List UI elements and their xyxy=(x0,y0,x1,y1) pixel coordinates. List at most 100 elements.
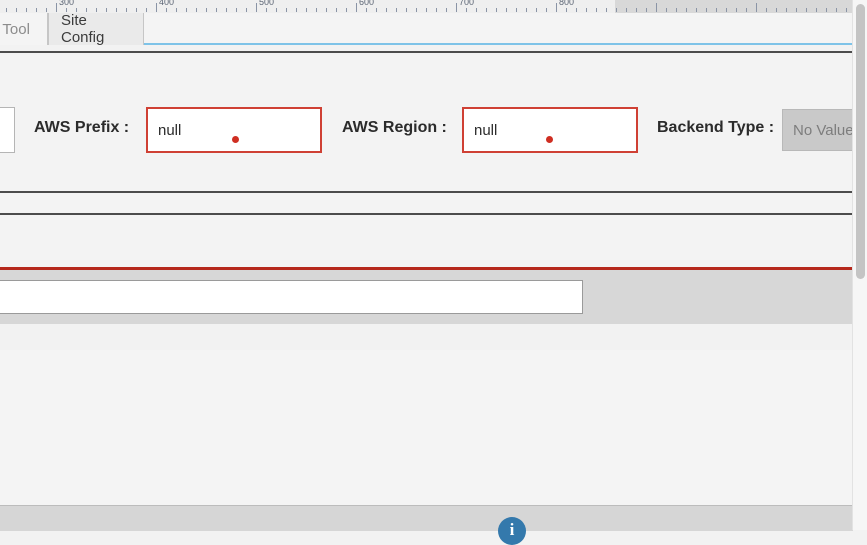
info-icon[interactable]: i xyxy=(498,517,526,545)
ruler-minor-tick xyxy=(46,8,47,12)
backend-type-label: Backend Type : xyxy=(657,119,775,136)
ruler-minor-tick xyxy=(146,8,147,12)
ruler-major-tick xyxy=(556,3,557,12)
vertical-scrollbar[interactable] xyxy=(852,0,867,530)
ruler-tick-label: 300 xyxy=(59,0,75,7)
ruler-minor-tick xyxy=(726,8,727,12)
aws-region-input[interactable]: null xyxy=(462,107,638,153)
ruler-minor-tick xyxy=(576,8,577,12)
ruler-major-tick xyxy=(256,3,257,12)
ruler-minor-tick xyxy=(586,8,587,12)
ruler-minor-tick xyxy=(806,8,807,12)
partial-text-input[interactable] xyxy=(0,107,15,153)
ruler-minor-tick xyxy=(766,8,767,12)
vertical-scrollbar-thumb[interactable] xyxy=(856,4,865,279)
search-panel xyxy=(0,270,853,324)
ruler-minor-tick xyxy=(746,8,747,12)
ruler-minor-tick xyxy=(226,8,227,12)
panel-footer-strip xyxy=(0,324,853,351)
ruler-minor-tick xyxy=(366,8,367,12)
ruler-minor-tick xyxy=(16,8,17,12)
ruler-minor-tick xyxy=(86,8,87,12)
ruler-minor-tick xyxy=(276,8,277,12)
ruler-minor-tick xyxy=(106,8,107,12)
config-field-row: AWS Prefix : null AWS Region : null Back… xyxy=(0,107,867,153)
ruler-minor-tick xyxy=(736,8,737,12)
ruler-minor-tick xyxy=(206,8,207,12)
ruler-minor-tick xyxy=(546,8,547,12)
ruler-minor-tick xyxy=(246,8,247,12)
ruler-minor-tick xyxy=(626,8,627,12)
tab-query-tool[interactable]: y Tool xyxy=(0,13,48,45)
ruler-minor-tick xyxy=(616,8,617,12)
ruler-minor-tick xyxy=(826,8,827,12)
ruler-minor-tick xyxy=(136,8,137,12)
ruler-minor-tick xyxy=(286,8,287,12)
ruler-minor-tick xyxy=(526,8,527,12)
ruler-minor-tick xyxy=(706,8,707,12)
ruler-minor-tick xyxy=(506,8,507,12)
ruler-minor-tick xyxy=(786,8,787,12)
ruler-minor-tick xyxy=(646,8,647,12)
divider-upper xyxy=(0,191,853,193)
ruler-minor-tick xyxy=(26,8,27,12)
divider-red xyxy=(0,267,853,270)
aws-prefix-label: AWS Prefix : xyxy=(34,119,130,136)
ruler-minor-tick xyxy=(676,8,677,12)
ruler-minor-tick xyxy=(326,8,327,12)
ruler-minor-tick xyxy=(686,8,687,12)
ruler-minor-tick xyxy=(306,8,307,12)
ruler-minor-tick xyxy=(486,8,487,12)
ruler-minor-tick xyxy=(96,8,97,12)
ruler-minor-tick xyxy=(636,8,637,12)
site-config-form: AWS Prefix : null AWS Region : null Back… xyxy=(0,55,867,193)
divider-below-tabs xyxy=(0,51,853,53)
aws-prefix-input[interactable]: null xyxy=(146,107,322,153)
ruler-tick-label: 800 xyxy=(559,0,575,7)
tab-site-config[interactable]: Site Config xyxy=(48,12,144,46)
ruler-minor-tick xyxy=(116,8,117,12)
tab-bar: y Tool Site Config xyxy=(0,12,867,46)
ruler-minor-tick xyxy=(776,8,777,12)
ruler-tick-label: 400 xyxy=(159,0,175,7)
ruler-minor-tick xyxy=(126,8,127,12)
ruler-major-tick xyxy=(456,3,457,12)
ruler-minor-tick xyxy=(416,8,417,12)
ruler-minor-tick xyxy=(216,8,217,12)
tab-site-config-label: Site Config xyxy=(61,12,105,46)
ruler-minor-tick xyxy=(796,8,797,12)
aws-region-value: null xyxy=(474,121,498,139)
separator-band-lower xyxy=(0,215,853,267)
aws-prefix-value: null xyxy=(158,121,182,139)
ruler-minor-tick xyxy=(76,8,77,12)
info-icon-glyph: i xyxy=(509,520,515,539)
ruler-minor-tick xyxy=(196,8,197,12)
ruler-active-region xyxy=(0,0,615,13)
ruler-minor-tick xyxy=(176,8,177,12)
ruler-minor-tick xyxy=(496,8,497,12)
ruler-minor-tick xyxy=(536,8,537,12)
tab-query-tool-label: y Tool xyxy=(0,20,30,38)
ruler-minor-tick xyxy=(716,8,717,12)
search-input[interactable] xyxy=(0,280,583,314)
ruler-minor-tick xyxy=(66,8,67,12)
ruler-minor-tick xyxy=(296,8,297,12)
bottom-status-strip xyxy=(0,505,853,531)
ruler-minor-tick xyxy=(596,8,597,12)
ruler-major-tick xyxy=(156,3,157,12)
ruler-tick-label: 600 xyxy=(359,0,375,7)
ruler-minor-tick xyxy=(166,8,167,12)
separator-band-upper xyxy=(0,193,853,213)
ruler-minor-tick xyxy=(396,8,397,12)
ruler-minor-tick xyxy=(466,8,467,12)
ruler-minor-tick xyxy=(426,8,427,12)
ruler-minor-tick xyxy=(476,8,477,12)
ruler-minor-tick xyxy=(6,8,7,12)
divider-lower xyxy=(0,213,853,215)
ruler-tick-label: 500 xyxy=(259,0,275,7)
ruler-minor-tick xyxy=(36,8,37,12)
empty-backdrop xyxy=(0,350,853,505)
aws-region-required-dot-icon xyxy=(546,136,553,143)
ruler-minor-tick xyxy=(516,8,517,12)
